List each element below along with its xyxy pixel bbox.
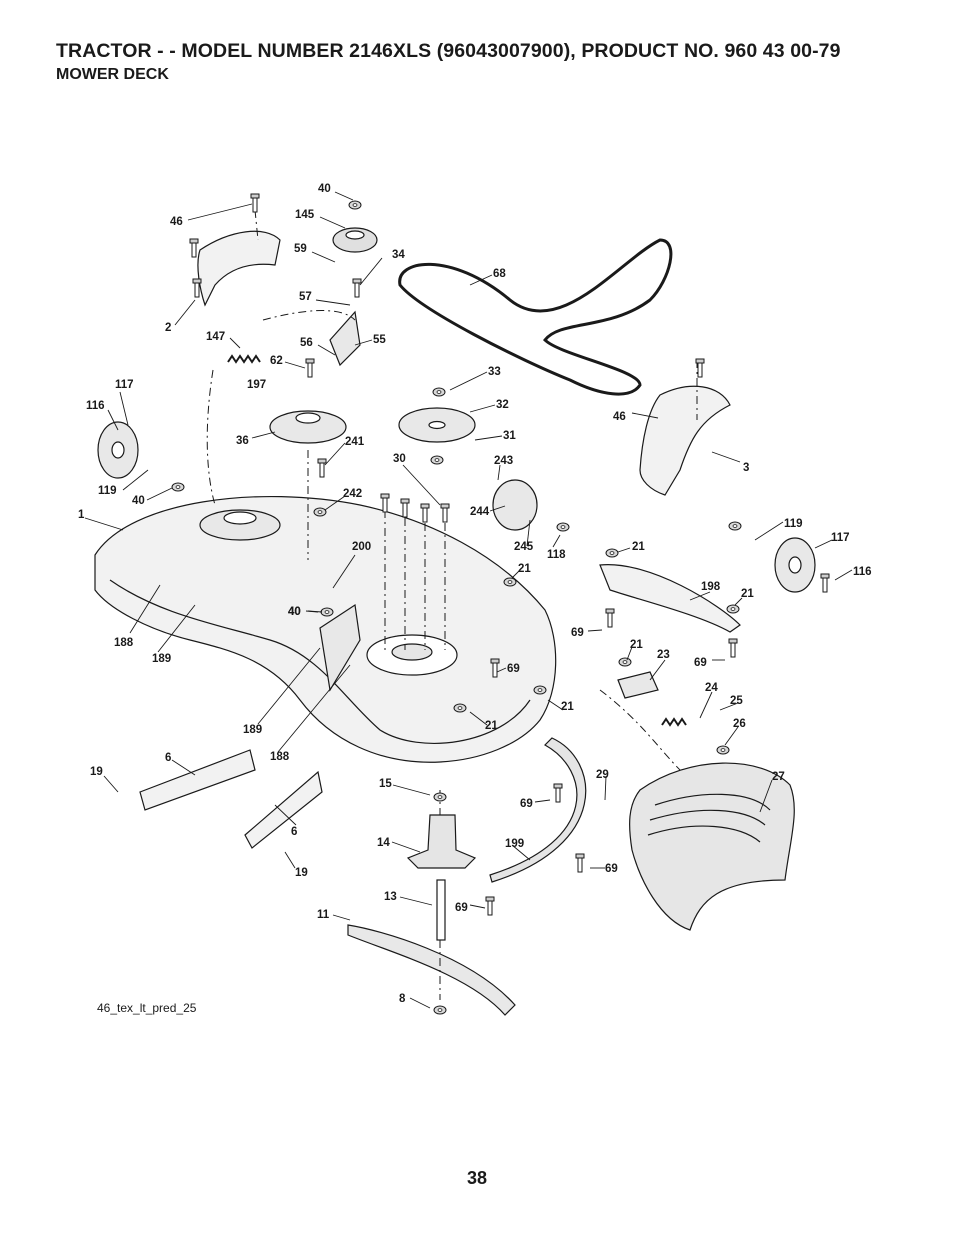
callout-label: 189 (243, 724, 262, 736)
callout-label: 33 (488, 366, 501, 378)
callout-label: 40 (288, 606, 301, 618)
deck-bracket-55 (329, 310, 361, 367)
drive-belt (398, 238, 673, 396)
discharge-chute (629, 762, 795, 931)
callout-label: 24 (705, 682, 718, 694)
callout-label: 188 (270, 751, 290, 763)
callout-label: 14 (377, 837, 390, 849)
callout-leaders (84, 191, 853, 1009)
callout-label: 25 (730, 695, 743, 707)
belt-shield-right (639, 385, 731, 496)
callout-label: 68 (493, 268, 506, 280)
callout-label: 118 (547, 549, 566, 561)
callout-label: 21 (561, 701, 574, 713)
callout-label: 6 (165, 752, 171, 764)
callout-label: 27 (772, 771, 785, 783)
callout-label: 3 (743, 462, 749, 474)
callout-label: 198 (701, 581, 721, 593)
idler-pulley-145 (332, 227, 378, 253)
spindle-shaft (436, 879, 446, 941)
callout-label: 69 (507, 663, 520, 675)
callout-label: 59 (294, 243, 307, 255)
callout-label: 11 (317, 909, 330, 921)
callout-label: 197 (247, 379, 266, 391)
callout-label: 1 (78, 509, 85, 521)
callout-label: 21 (518, 563, 531, 575)
callout-label: 29 (596, 769, 609, 781)
callout-label: 36 (236, 435, 249, 447)
callout-label: 62 (270, 355, 283, 367)
callout-label: 30 (393, 453, 406, 465)
baffle-198 (599, 564, 741, 633)
callout-label: 13 (384, 891, 397, 903)
callout-label: 34 (392, 249, 405, 261)
callout-label: 40 (132, 495, 145, 507)
page-subtitle: MOWER DECK (56, 66, 169, 83)
callout-label: 8 (399, 993, 406, 1005)
roller-wheel (492, 479, 538, 531)
callout-label: 26 (733, 718, 746, 730)
callout-label: 21 (741, 588, 754, 600)
callout-numbers: 40 145 46 59 34 68 57 2 147 56 55 62 197… (78, 183, 872, 1005)
callout-label: 200 (352, 541, 371, 553)
deck-pulley (199, 509, 281, 541)
callout-label: 15 (379, 778, 392, 790)
spring-25 (661, 717, 687, 727)
deck-bracket-6-top (139, 749, 256, 811)
spring-147 (227, 354, 261, 364)
callout-label: 69 (571, 627, 584, 639)
callout-label: 69 (605, 863, 618, 875)
callout-label: 188 (114, 637, 134, 649)
idler-pulley-36 (269, 410, 347, 444)
callout-label: 119 (784, 518, 803, 530)
callout-label: 245 (514, 541, 534, 553)
parts-artwork (94, 227, 816, 1016)
callout-label: 32 (496, 399, 509, 411)
spindle-assembly (406, 814, 477, 869)
callout-label: 21 (485, 720, 498, 732)
callout-label: 69 (520, 798, 533, 810)
hanger-bracket-23 (617, 671, 659, 699)
callout-label: 57 (299, 291, 312, 303)
callout-label: 46 (170, 216, 183, 228)
deck-bracket-200 (319, 603, 361, 692)
callout-label: 241 (345, 436, 365, 448)
callout-label: 55 (373, 334, 386, 346)
callout-label: 199 (505, 838, 524, 850)
callout-label: 244 (470, 506, 490, 518)
callout-label: 21 (630, 639, 643, 651)
belt-shield-left (197, 230, 281, 307)
callout-label: 189 (152, 653, 171, 665)
callout-label: 31 (503, 430, 516, 442)
callout-label: 21 (632, 541, 645, 553)
callout-label: 116 (86, 400, 105, 412)
callout-label: 23 (657, 649, 670, 661)
deflector-199 (489, 737, 587, 883)
callout-label: 117 (831, 532, 850, 544)
callout-label: 147 (206, 331, 225, 343)
callout-label: 145 (295, 209, 315, 221)
page-title: TRACTOR - - MODEL NUMBER 2146XLS (960430… (56, 40, 841, 62)
callout-label: 69 (694, 657, 707, 669)
callout-label: 40 (288, 606, 301, 618)
callout-label: 243 (494, 455, 513, 467)
callout-label: 46 (613, 411, 626, 423)
mower-blade (347, 924, 516, 1016)
callout-label: 56 (300, 337, 313, 349)
callout-label: 19 (295, 867, 308, 879)
callout-label: 2 (165, 322, 171, 334)
deck-bracket-6-bottom (244, 770, 323, 849)
callout-label: 6 (291, 826, 297, 838)
callout-label: 69 (455, 902, 468, 914)
callout-label: 117 (115, 379, 134, 391)
callout-label: 116 (853, 566, 872, 578)
callout-label: 119 (98, 485, 117, 497)
diagram-code: 46_tex_lt_pred_25 (97, 1001, 197, 1015)
callout-label: 19 (90, 766, 103, 778)
page-number: 38 (466, 1168, 488, 1188)
callout-label: 40 (318, 183, 331, 195)
callout-label: 242 (343, 488, 362, 500)
